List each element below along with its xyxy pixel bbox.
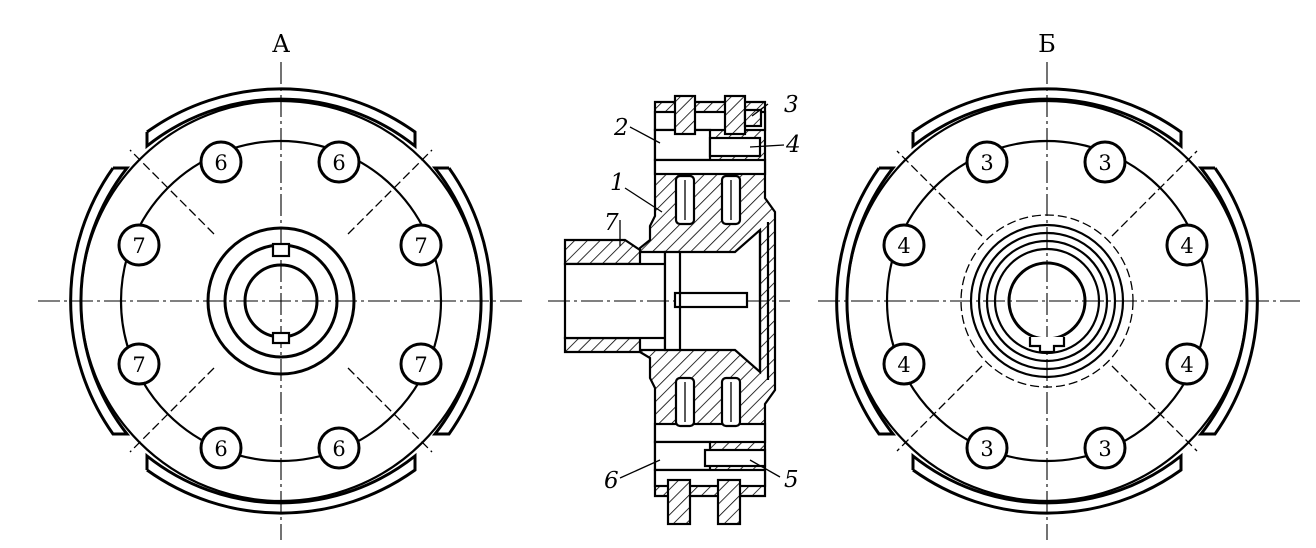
hole: 6 <box>317 426 361 470</box>
hole: 4 <box>882 342 926 386</box>
pin-3-head <box>743 108 763 128</box>
hole-label: 7 <box>132 353 145 377</box>
hole: 4 <box>882 223 926 267</box>
hole: 4 <box>1165 342 1209 386</box>
view-a-title: A <box>271 30 290 58</box>
pin-6 <box>653 440 712 472</box>
view-a-bottom-keyway <box>271 331 291 345</box>
callout-6: 6 <box>604 468 619 494</box>
view-b-diagonal-lines <box>896 150 1198 452</box>
leader-lines <box>619 103 785 479</box>
hole-label: 7 <box>414 234 427 258</box>
callout-7: 7 <box>604 210 619 236</box>
callout-5: 5 <box>784 467 799 493</box>
pin-5 <box>703 448 767 468</box>
view-a-diagonal-lines <box>129 149 433 453</box>
upper-plate-right <box>723 94 747 136</box>
key-slot <box>673 291 749 309</box>
shaft-sleeve-lower <box>563 336 642 354</box>
callout-1: 1 <box>610 170 625 196</box>
hole: 3 <box>1083 140 1127 184</box>
view-a-bolt-circle-boundary <box>119 139 443 463</box>
hole-label: 3 <box>980 151 993 175</box>
hole-label: 3 <box>1098 151 1111 175</box>
view-a-flange-edge <box>79 99 483 503</box>
upper-pin-assembly <box>653 94 767 226</box>
hole-label: 6 <box>332 151 345 175</box>
view-b-bolt-circle-boundary <box>885 139 1209 463</box>
view-b-flange-edge <box>845 99 1249 503</box>
view-b-hidden-circle <box>960 214 1134 388</box>
callout-2: 2 <box>613 115 629 141</box>
view-b: Б 3 <box>818 30 1300 540</box>
hole-label: 7 <box>414 353 427 377</box>
hole: 3 <box>1083 426 1127 470</box>
view-b-holes: 3 3 4 4 4 4 3 <box>882 140 1209 470</box>
hole: 4 <box>1165 223 1209 267</box>
hole-label: 4 <box>1180 353 1193 377</box>
hole: 3 <box>965 426 1009 470</box>
hole-label: 4 <box>897 353 910 377</box>
callout-3: 3 <box>784 92 799 118</box>
view-a-holes: 6 6 7 7 7 7 6 <box>117 140 443 470</box>
hole-label: 3 <box>980 437 993 461</box>
hole-label: 4 <box>897 234 910 258</box>
lower-pin-assembly <box>653 376 767 526</box>
view-a: A 6 <box>38 30 522 540</box>
hole: 7 <box>399 223 443 267</box>
view-b-spline-tooth <box>1028 337 1066 354</box>
hole-label: 7 <box>132 234 145 258</box>
hole: 7 <box>399 342 443 386</box>
callout-4: 4 <box>785 132 801 158</box>
view-a-hub-outer <box>206 226 356 376</box>
section-view: 1 2 3 4 5 6 7 <box>548 92 801 526</box>
hole: 6 <box>199 140 243 184</box>
hole: 6 <box>317 140 361 184</box>
view-a-top-keyway <box>271 242 291 258</box>
hole-label: 6 <box>214 151 227 175</box>
hole-label: 3 <box>1098 437 1111 461</box>
hole: 3 <box>965 140 1009 184</box>
view-b-title: Б <box>1038 30 1056 58</box>
hole: 7 <box>117 223 161 267</box>
lower-plate-left <box>666 478 692 526</box>
hole-label: 6 <box>214 437 227 461</box>
hole: 6 <box>199 426 243 470</box>
hole-label: 6 <box>332 437 345 461</box>
shaft-sleeve <box>563 238 642 266</box>
lower-plate-right <box>716 478 742 526</box>
hole: 7 <box>117 342 161 386</box>
hole-label: 4 <box>1180 234 1193 258</box>
upper-plate-left <box>673 94 697 136</box>
